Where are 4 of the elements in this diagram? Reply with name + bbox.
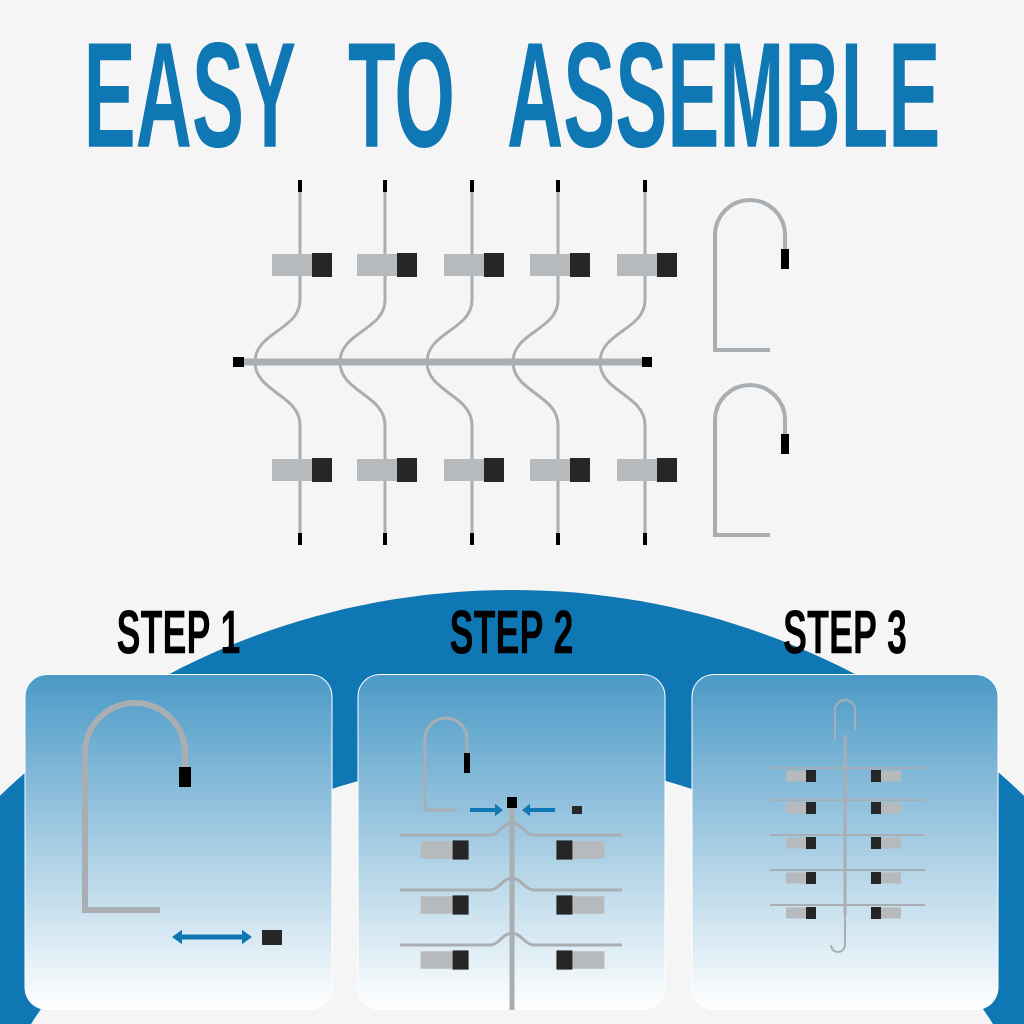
step-heading: STEP 2 [450,610,572,654]
step-heading: STEP 3 [784,610,906,654]
step-heading: STEP 1 [117,610,240,654]
title: EASY TO ASSEMBLE [88,41,938,149]
